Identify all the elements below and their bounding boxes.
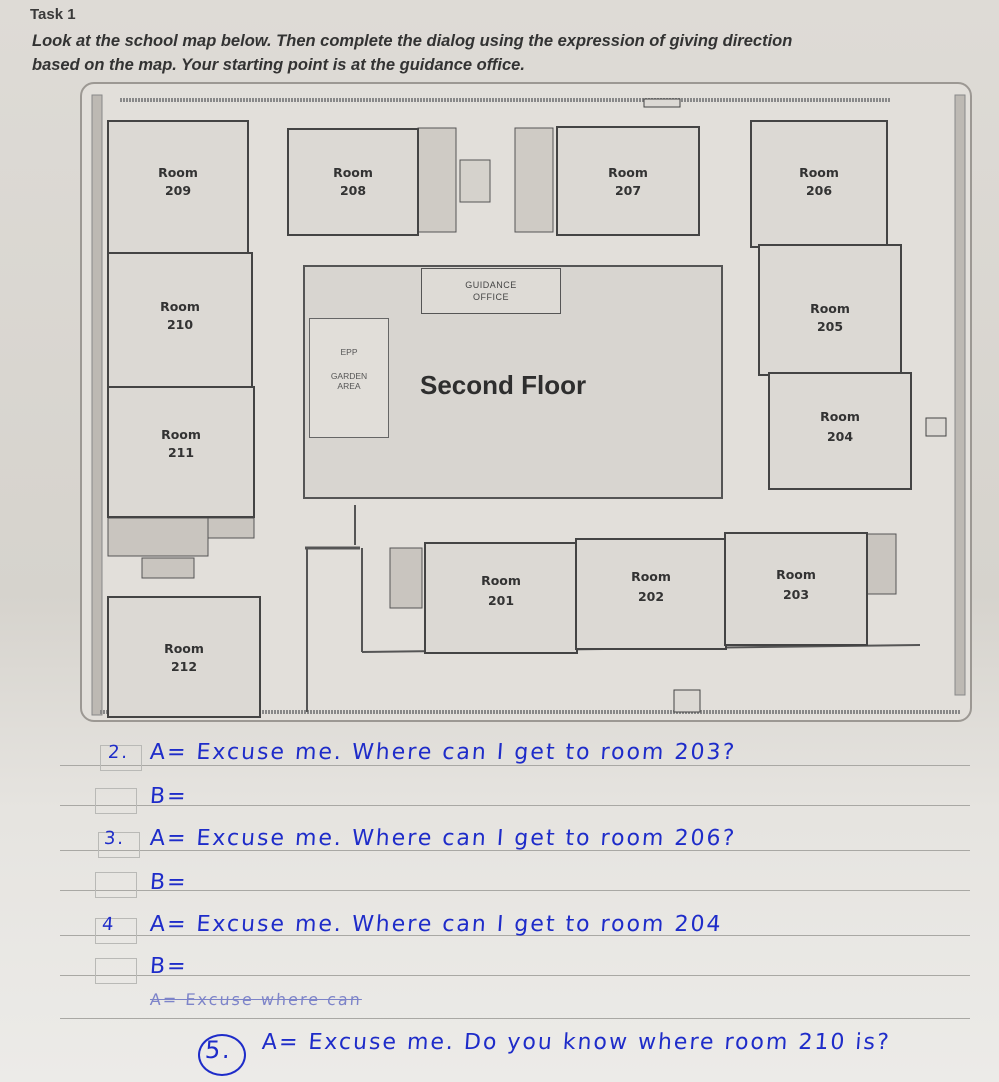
room-205: Room 205 [758,244,902,376]
room-number: 212 [170,659,198,674]
dialog-line-5a: A= Excuse me. Do you know where room 210… [261,1030,892,1055]
room-number: 210 [166,317,194,332]
room-label: Room [333,165,373,180]
dialog-line-3b: B= [149,870,189,895]
room-208: Room 208 [287,128,419,236]
room-label: Room [608,165,648,180]
room-number: 205 [816,319,844,334]
room-210: Room 210 [107,252,253,390]
answer-box [95,872,137,898]
rule-line [60,890,970,891]
answer-box [100,745,142,771]
answer-box [95,958,137,984]
rule-line [60,935,970,936]
room-number: 207 [614,183,642,198]
dialog-line-2a: A= Excuse me. Where can I get to room 20… [149,740,737,765]
guidance-label-1: GUIDANCE [465,280,517,290]
room-202: Room 202 [575,538,727,650]
room-label: Room [776,567,816,582]
room-number: 202 [637,589,665,604]
instruction-line-2: based on the map. Your starting point is… [32,56,525,74]
room-label: Room [161,427,201,442]
room-number: 211 [167,445,195,460]
room-207: Room 207 [556,126,700,236]
answer-box [95,918,137,944]
epp-label: EPP [340,347,358,357]
dialog-line-2b: B= [149,784,189,809]
instruction-line-1: Look at the school map below. Then compl… [32,32,793,50]
crossed-out-text: A= Excuse where can [149,990,363,1009]
rule-line [60,975,970,976]
answer-box [95,788,137,814]
room-204: Room 204 [768,372,912,490]
room-label: Room [164,641,204,656]
room-209: Room 209 [107,120,249,256]
answer-box [98,832,140,858]
room-201: Room 201 [424,542,578,654]
room-number: 203 [782,587,810,602]
room-206: Room 206 [750,120,888,248]
room-number: 208 [339,183,367,198]
dialog-number: 3. [103,828,126,849]
dialog-line-4b: B= [149,954,189,979]
room-label: Room [631,569,671,584]
circled-number [198,1034,246,1076]
dialog-number: 4 [101,914,117,935]
task-heading: Task 1 [30,6,76,23]
room-label: Room [158,165,198,180]
rule-line [60,850,970,851]
rule-line [60,765,970,766]
guidance-office: GUIDANCE OFFICE [421,268,561,314]
room-number: 209 [164,183,192,198]
dialog-number: 2. [107,742,130,763]
room-label: Room [820,409,860,424]
room-number: 206 [805,183,833,198]
dialog-line-3a: A= Excuse me. Where can I get to room 20… [149,826,737,851]
room-label: Room [799,165,839,180]
floor-label: Second Floor [420,370,587,400]
rule-line [60,805,970,806]
dialog-line-4a: A= Excuse me. Where can I get to room 20… [149,912,724,937]
room-label: Room [160,299,200,314]
rule-line [60,1018,970,1019]
room-211: Room 211 [107,386,255,518]
garden-label-1: GARDEN [330,371,368,381]
room-number: 201 [487,593,515,608]
room-212: Room 212 [107,596,261,718]
garden-area: EPP GARDEN AREA [309,318,389,438]
guidance-label-2: OFFICE [473,292,509,302]
room-label: Room [810,301,850,316]
room-203: Room 203 [724,532,868,646]
room-label: Room [481,573,521,588]
garden-label-2: AREA [337,381,361,391]
room-number: 204 [826,429,854,444]
